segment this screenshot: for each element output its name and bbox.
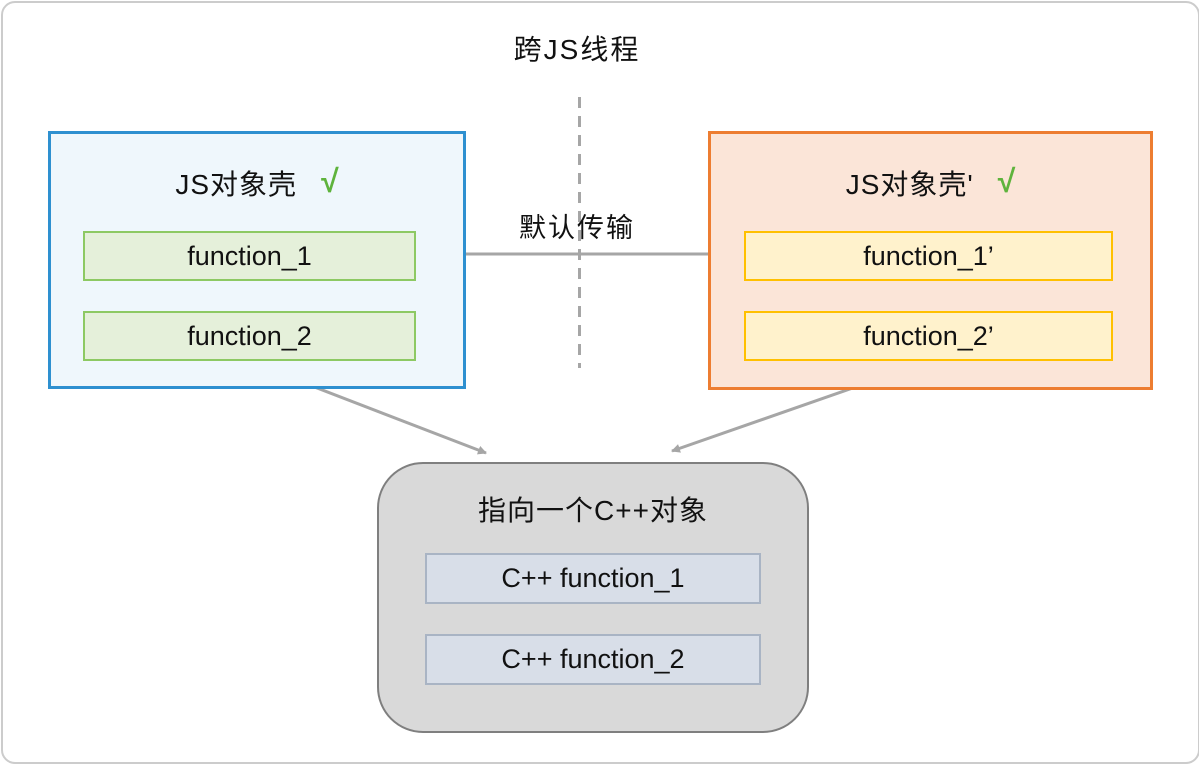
check-icon: √ bbox=[997, 162, 1016, 199]
cpp-function-1-label: C++ function_1 bbox=[501, 563, 685, 593]
transfer-label: 默认传输 bbox=[519, 213, 635, 243]
cpp-panel-title-row: 指向一个C++对象 bbox=[379, 464, 807, 554]
left-panel-title-row: JS对象壳 √ bbox=[51, 134, 463, 231]
cpp-panel-title: 指向一个C++对象 bbox=[478, 495, 708, 526]
cpp-function-2-label: C++ function_2 bbox=[501, 644, 685, 674]
left-panel-title: JS对象壳 bbox=[175, 168, 298, 200]
function-1-box: function_1 bbox=[83, 231, 416, 281]
cpp-function-2-box: C++ function_2 bbox=[425, 634, 761, 685]
function-1-mirror-label: function_1’ bbox=[863, 240, 994, 271]
left-js-shell-panel: JS对象壳 √ function_1 function_2 bbox=[48, 131, 466, 389]
function-2-label: function_2 bbox=[187, 320, 312, 351]
diagram-title: 跨JS线程 bbox=[513, 34, 641, 65]
function-2-mirror-label: function_2’ bbox=[863, 320, 994, 351]
function-1-label: function_1 bbox=[187, 240, 312, 271]
function-2-box: function_2 bbox=[83, 311, 416, 361]
function-1-mirror-box: function_1’ bbox=[744, 231, 1113, 281]
function-2-mirror-box: function_2’ bbox=[744, 311, 1113, 361]
right-panel-title-row: JS对象壳' √ bbox=[711, 134, 1150, 231]
check-icon: √ bbox=[321, 162, 339, 199]
right-js-shell-panel: JS对象壳' √ function_1’ function_2’ bbox=[708, 131, 1153, 390]
cpp-object-panel: 指向一个C++对象 C++ function_1 C++ function_2 bbox=[377, 462, 809, 733]
cpp-function-1-box: C++ function_1 bbox=[425, 553, 761, 604]
right-panel-title: JS对象壳' bbox=[845, 168, 974, 200]
thread-divider-dashed-line bbox=[578, 97, 581, 368]
